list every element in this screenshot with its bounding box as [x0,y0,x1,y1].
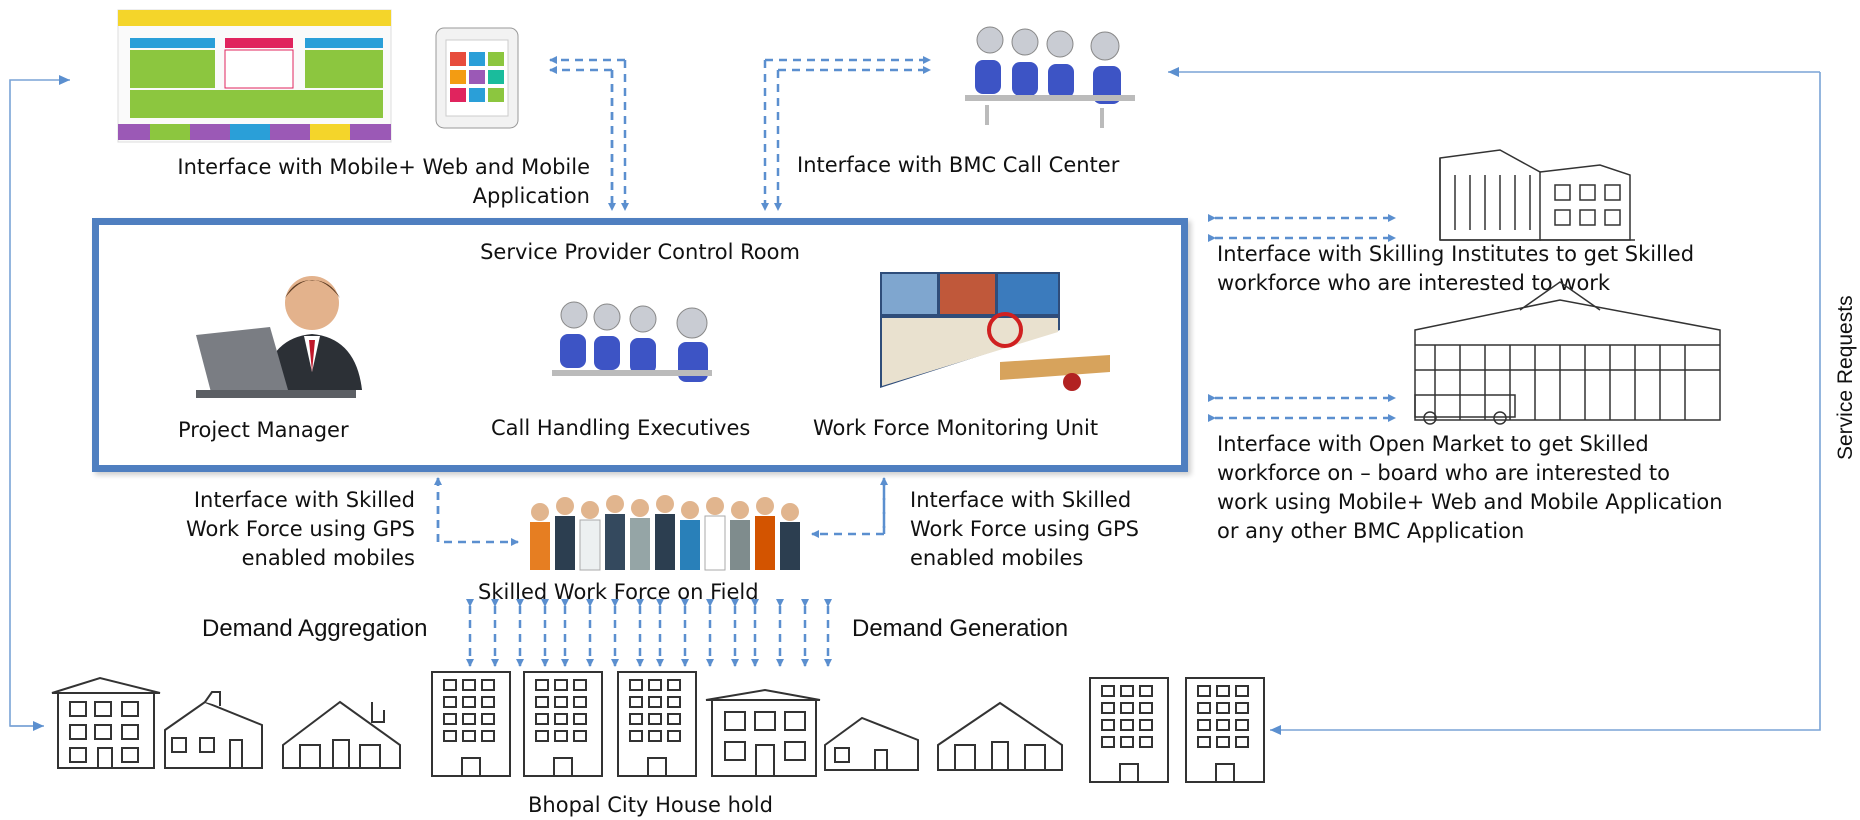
connector-arrows [434,56,1396,667]
house-row [51,671,1265,783]
label-skilling-institutes: Interface with Skilling Institutes to ge… [1217,242,1695,295]
call-center-operators-icon [965,26,1135,128]
label-call-handling: Call Handling Executives [491,416,751,440]
label-open-market: Interface with Open Market to get Skille… [1217,432,1723,543]
house-icon [282,700,401,769]
control-room-frame [92,218,1188,472]
monitoring-wall-icon [880,272,1110,391]
apartment-icon [617,671,697,777]
house-icon [164,691,263,769]
house-icon [937,701,1063,771]
call-handling-icon [552,301,712,382]
school-building-icon [1439,149,1635,241]
apartment-icon [523,671,603,777]
house-icon [51,676,161,769]
label-gps-right: Interface with Skilled Work Force using … [910,488,1140,570]
service-request-loop [9,67,1821,735]
house-icon [824,716,919,771]
apartment-icon [431,671,511,777]
label-demand-generation: Demand Generation [852,615,1069,642]
label-gps-left: Interface with Skilled Work Force using … [185,488,415,570]
label-monitoring-unit: Work Force Monitoring Unit [813,416,1099,440]
market-building-icon [1414,281,1721,425]
website-screenshot-icon [117,9,392,143]
label-bmc-call-center: Interface with BMC Call Center [797,153,1120,177]
label-demand-aggregation: Demand Aggregation [202,615,428,642]
label-project-manager: Project Manager [178,418,349,442]
house-icon [705,688,821,777]
manager-laptop-icon [196,276,362,398]
workforce-crowd-icon [530,495,800,571]
label-control-room: Service Provider Control Room [480,240,800,264]
label-mobile-web: Interface with Mobile+ Web and Mobile Ap… [177,155,590,208]
apartment-icon [1089,677,1169,783]
phone-app-icon [435,27,519,129]
apartment-icon [1185,677,1265,783]
label-household: Bhopal City House hold [528,793,773,817]
